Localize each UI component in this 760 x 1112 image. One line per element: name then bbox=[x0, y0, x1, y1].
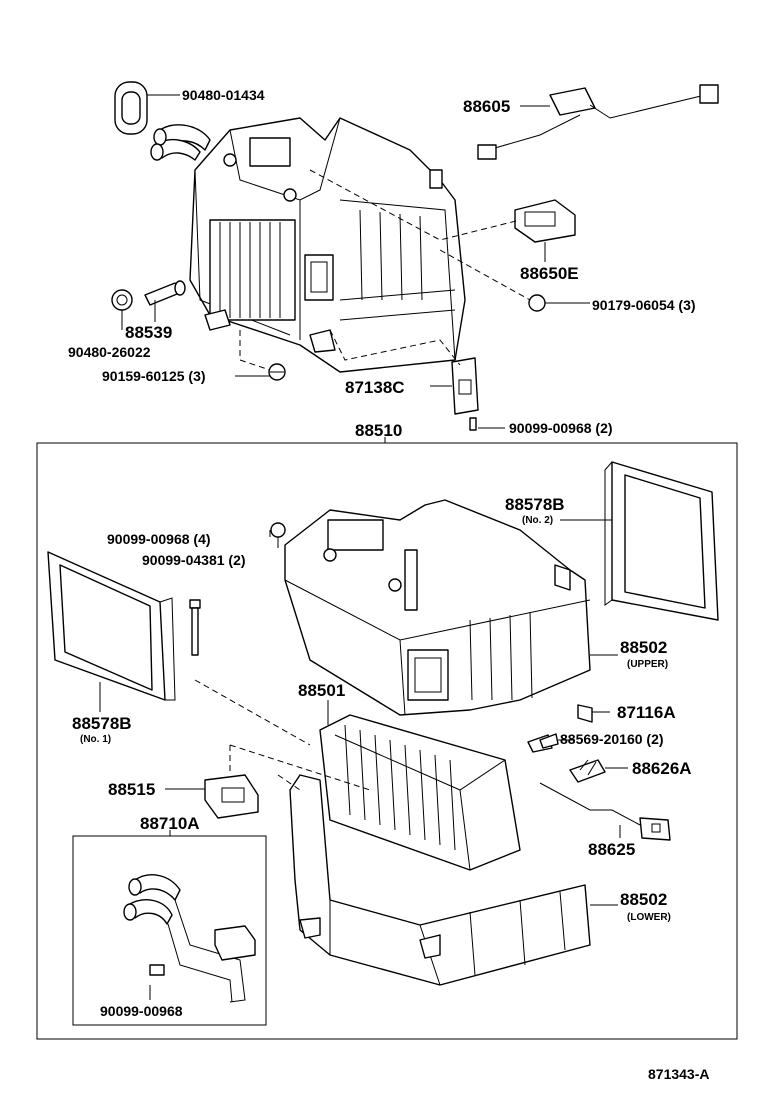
label-90159-60125: 90159-60125 (3) bbox=[102, 368, 206, 384]
sub-assembly-box-88710A bbox=[72, 830, 267, 1026]
label-no2: (No. 2) bbox=[522, 515, 553, 526]
grommet-part bbox=[114, 81, 148, 135]
label-88510: 88510 bbox=[355, 421, 402, 440]
evaporator-88501 bbox=[319, 714, 521, 871]
label-88625: 88625 bbox=[588, 840, 635, 859]
label-88569-20160: 88569-20160 (2) bbox=[560, 731, 664, 747]
label-90179-06054: 90179-06054 (3) bbox=[592, 297, 696, 313]
label-upper: (UPPER) bbox=[627, 659, 668, 670]
label-88501: 88501 bbox=[298, 681, 345, 700]
heater-pipes bbox=[150, 124, 211, 161]
label-90480-26022: 90480-26022 bbox=[68, 344, 151, 360]
assembly-frame-88510 bbox=[36, 437, 738, 1040]
label-88710A: 88710A bbox=[140, 814, 200, 833]
nut-90179 bbox=[528, 294, 546, 312]
clips-88569 bbox=[527, 733, 559, 753]
top-dashed-leaders bbox=[239, 169, 531, 371]
screws-upper-left bbox=[189, 522, 286, 656]
label-90099-00968: 90099-00968 bbox=[100, 1003, 183, 1019]
clip-87116A bbox=[577, 704, 593, 723]
label-lower: (LOWER) bbox=[627, 912, 671, 923]
small-grommet-and-hose bbox=[111, 280, 186, 311]
filter-frame-no2 bbox=[604, 461, 719, 621]
relay-87138C bbox=[451, 357, 479, 431]
top-unit-assembly bbox=[189, 117, 466, 373]
lower-case-88502 bbox=[289, 774, 591, 986]
label-88626A: 88626A bbox=[632, 759, 692, 778]
label-88515: 88515 bbox=[108, 780, 155, 799]
label-90099-04381: 90099-04381 (2) bbox=[142, 552, 246, 568]
label-90099-00968-4: 90099-00968 (4) bbox=[107, 531, 211, 547]
label-88605: 88605 bbox=[463, 97, 510, 116]
label-88578B-no2: 88578B bbox=[505, 495, 565, 514]
screw-90159 bbox=[268, 363, 286, 381]
label-88539: 88539 bbox=[125, 323, 172, 342]
label-88502-lower: 88502 bbox=[620, 890, 667, 909]
label-87138C: 87138C bbox=[345, 378, 405, 397]
label-no1: (No. 1) bbox=[80, 734, 111, 745]
clamp-88626A bbox=[569, 759, 606, 783]
label-88578B-no1: 88578B bbox=[72, 714, 132, 733]
top-leader-lines bbox=[121, 94, 590, 429]
expansion-valve-88515 bbox=[204, 774, 259, 819]
label-90099-00968-2: 90099-00968 (2) bbox=[509, 420, 613, 436]
diagram-reference-code: 871343-A bbox=[648, 1066, 710, 1082]
sensor-88650E bbox=[514, 199, 576, 243]
upper-case-88502 bbox=[284, 499, 591, 716]
lower-leader-lines bbox=[99, 519, 628, 906]
wire-harness-88605 bbox=[477, 84, 719, 160]
label-88650E: 88650E bbox=[520, 264, 579, 283]
label-90480-01434: 90480-01434 bbox=[182, 87, 265, 103]
filter-frame-no1 bbox=[47, 551, 176, 701]
label-87116A: 87116A bbox=[617, 703, 676, 722]
lower-dashed-leaders bbox=[194, 679, 371, 791]
thermistor-88625 bbox=[539, 782, 671, 841]
part-labels: 90480-01434 88605 88650E 90179-06054 (3)… bbox=[68, 87, 710, 1082]
label-88502-upper: 88502 bbox=[620, 638, 667, 657]
